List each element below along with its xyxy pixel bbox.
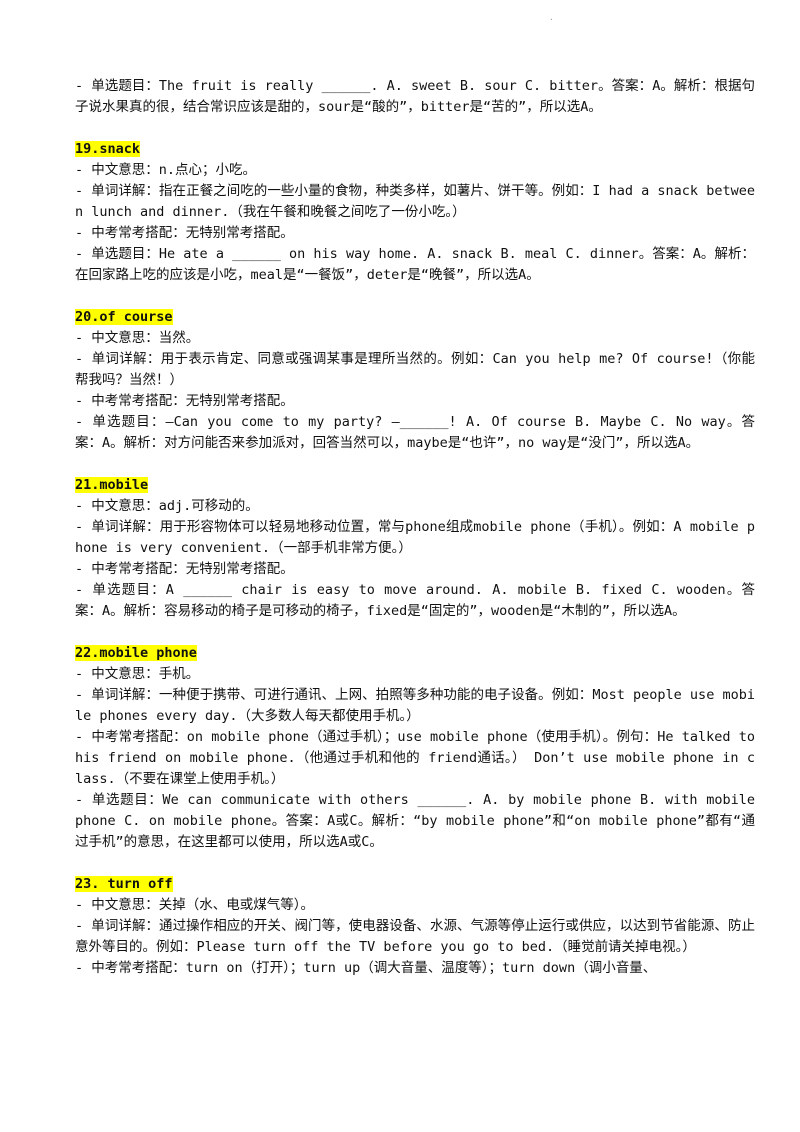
entry-detail: - 单词详解：一种便于携带、可进行通讯、上网、拍照等多种功能的电子设备。例如：M… [75,687,755,724]
entry-title: 22.mobile phone [75,645,197,661]
entry-collocation: - 中考常考搭配：turn on（打开）；turn up（调大音量、温度等）；t… [75,960,657,976]
entry-title: 20.of course [75,309,173,325]
entry-collocation: - 中考常考搭配：on mobile phone（通过手机）；use mobil… [75,729,764,787]
entry-meaning: - 中文意思：n.点心；小吃。 [75,162,257,178]
spacer [75,853,755,874]
entry-title: 21.mobile [75,477,149,493]
entry-heading-mobile-phone: 22.mobile phone [75,643,755,664]
entry-collocation: - 中考常考搭配：无特别常考搭配。 [75,225,294,241]
entry-meaning: - 中文意思：手机。 [75,666,200,682]
entry-title: 19.snack [75,141,141,157]
entry-collocation: - 中考常考搭配：无特别常考搭配。 [75,561,294,577]
entry-meaning: - 中文意思：关掉（水、电或煤气等）。 [75,897,315,913]
spacer [75,622,755,643]
entry-heading-turn-off: 23. turn off [75,874,755,895]
top-mark: · [549,15,554,24]
entry-detail: - 单词详解：指在正餐之间吃的一些小量的食物，种类多样，如薯片、饼干等。例如：I… [75,183,755,220]
document-content: - 单选题目：The fruit is really ______. A. sw… [75,76,755,979]
spacer [75,286,755,307]
entry-title: 23. turn off [75,876,173,892]
entry-meaning: - 中文意思：当然。 [75,330,200,346]
entry-heading-of-course: 20.of course [75,307,755,328]
spacer [75,454,755,475]
entry-detail: - 单词详解：用于表示肯定、同意或强调某事是理所当然的。例如：Can you h… [75,351,755,388]
entry-heading-snack: 19.snack [75,139,755,160]
entry-question: - 单选题目：He ate a ______ on his way home. … [75,246,755,283]
entry-question: - 单选题目：We can communicate with others __… [75,792,764,850]
entry-collocation: - 中考常考搭配：无特别常考搭配。 [75,393,294,409]
entry-meaning: - 中文意思：adj.可移动的。 [75,498,259,514]
intro-question: - 单选题目：The fruit is really ______. A. sw… [75,78,755,115]
entry-question: - 单选题目：A ______ chair is easy to move ar… [75,582,755,619]
entry-detail: - 单词详解：用于形容物体可以轻易地移动位置，常与phone组成mobile p… [75,519,755,556]
entry-question: - 单选题目：—Can you come to my party? —_____… [75,414,755,451]
entry-detail: - 单词详解：通过操作相应的开关、阀门等，使电器设备、水源、气源等停止运行或供应… [75,918,755,955]
entry-heading-mobile: 21.mobile [75,475,755,496]
spacer [75,118,755,139]
